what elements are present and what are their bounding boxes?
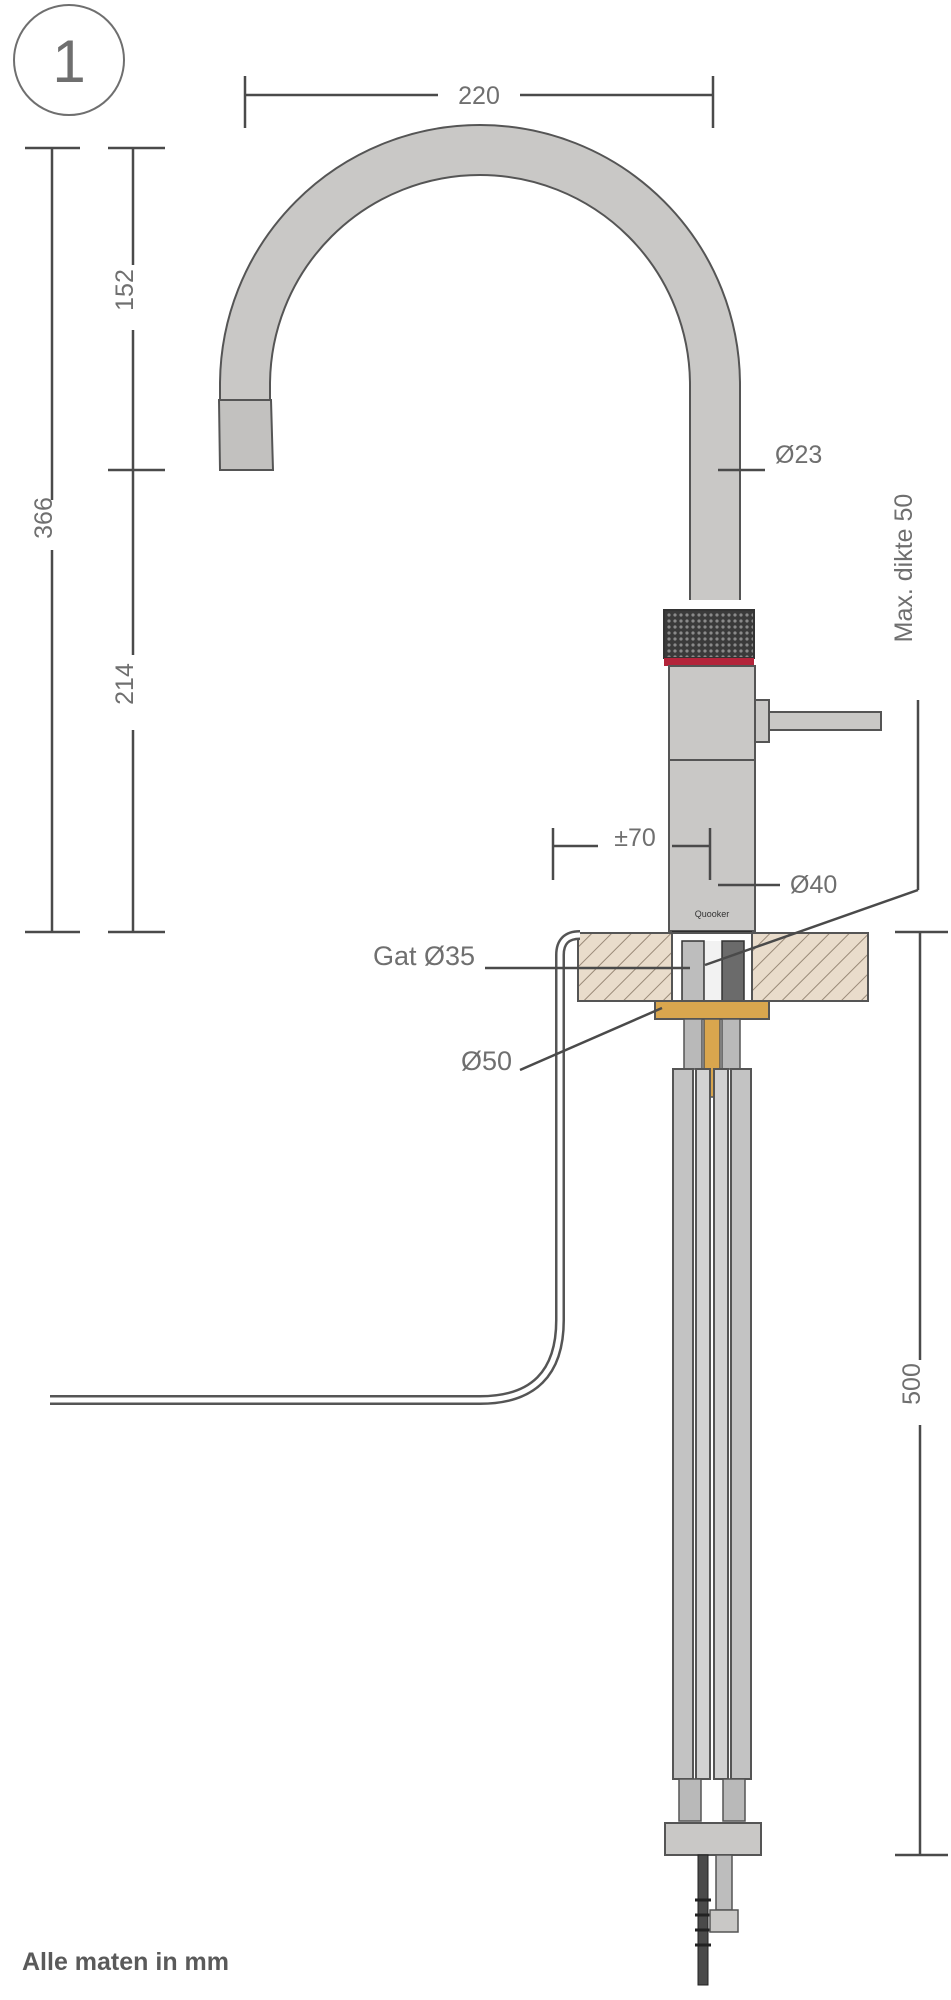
dim-underside-length: 500 — [898, 1363, 926, 1405]
spout — [217, 124, 741, 600]
red-accent-ring — [664, 658, 754, 666]
units-footnote: Alle maten in mm — [22, 1948, 229, 1976]
dimension-lines — [25, 76, 948, 1857]
dim-spout-height: 152 — [111, 269, 139, 311]
drain-cable — [50, 932, 581, 1403]
figure-number-badge: 1 — [13, 4, 125, 116]
mounting-plate — [654, 1000, 770, 1020]
dim-hole: Gat Ø35 — [373, 941, 475, 971]
dim-offset: ±70 — [614, 824, 656, 852]
dim-plate-diameter: Ø50 — [461, 1046, 512, 1076]
side-lever — [754, 711, 882, 731]
dim-tube-diameter: Ø23 — [775, 441, 822, 469]
brand-label: Quooker — [695, 909, 730, 919]
knurled-ring — [663, 609, 755, 659]
dim-body-diameter: Ø40 — [790, 871, 837, 899]
dim-body-height: 214 — [111, 663, 139, 705]
spout-tip — [217, 399, 275, 471]
dim-spout-reach: 220 — [458, 82, 500, 110]
dim-max-thickness: Max. dikte 50 — [890, 494, 918, 643]
faucet-body — [668, 665, 756, 932]
figure-number: 1 — [52, 28, 85, 95]
dim-total-height: 366 — [30, 497, 58, 539]
supply-hoses — [664, 1068, 762, 1986]
